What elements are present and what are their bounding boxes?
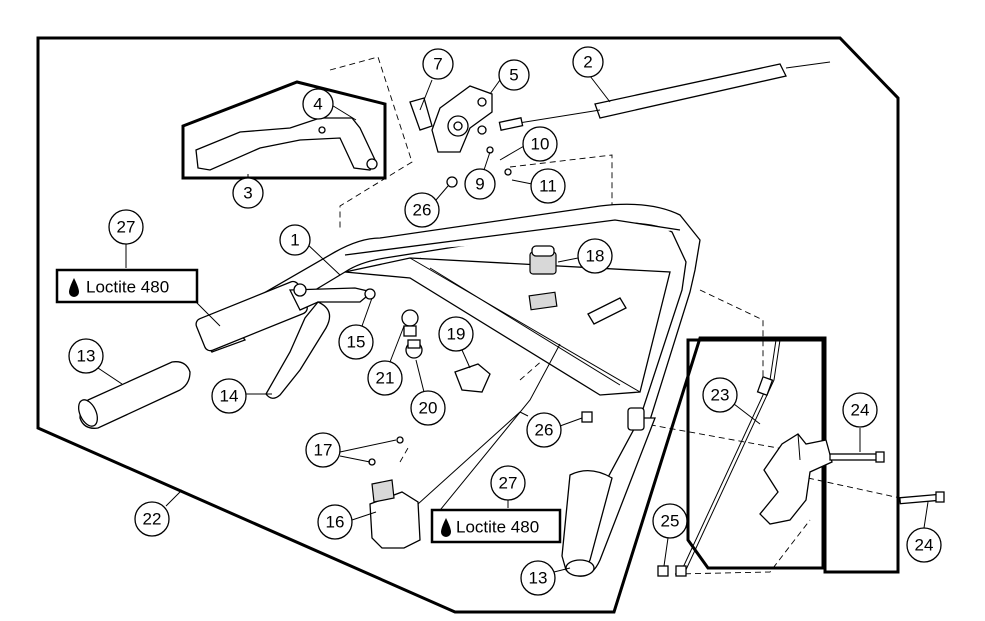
control-cable (498, 61, 831, 131)
callout-24-lower: 24 (915, 536, 934, 555)
handle-assembly (199, 203, 701, 577)
callout-17: 17 (314, 441, 333, 460)
callout-19: 19 (447, 325, 466, 344)
callout-25: 25 (661, 512, 680, 531)
drop-icon (441, 518, 451, 537)
callout-13-left: 13 (77, 347, 96, 366)
pulley-bracket (409, 85, 512, 188)
callouts: 1 2 3 4 5 7 9 10 11 13 (68, 46, 942, 596)
callout-15: 15 (347, 333, 366, 352)
inset-top-lever (195, 117, 378, 171)
callout-18: 18 (586, 247, 605, 266)
callout-22: 22 (143, 510, 162, 529)
loctite-label-left: Loctite 480 (55, 268, 221, 327)
callout-21: 21 (376, 369, 395, 388)
callout-7: 7 (433, 55, 442, 74)
callout-26-right: 26 (535, 421, 554, 440)
callout-10: 10 (531, 135, 550, 154)
callout-27-center: 27 (499, 474, 518, 493)
callout-5: 5 (509, 66, 518, 85)
inset-detail-right (686, 338, 825, 570)
loctite-text-center: Loctite 480 (456, 518, 539, 537)
callout-1: 1 (290, 231, 299, 250)
callout-16: 16 (326, 513, 345, 532)
loctite-label-center: Loctite 480 (430, 508, 562, 544)
callout-23: 23 (711, 386, 730, 405)
callout-4: 4 (313, 95, 322, 114)
callout-14: 14 (220, 387, 239, 406)
drop-icon (69, 278, 79, 297)
assembly-frame (36, 36, 900, 614)
inset-right-lever (759, 433, 945, 525)
callout-13-bottom: 13 (529, 569, 548, 588)
left-grip (77, 280, 308, 429)
callout-11: 11 (539, 177, 557, 196)
control-rod (657, 339, 781, 577)
callout-3-top: 3 (243, 184, 252, 203)
callout-2: 2 (583, 53, 592, 72)
callout-27-left: 27 (117, 218, 136, 237)
small-parts (368, 245, 593, 549)
inset-detail-top (181, 80, 387, 180)
callout-9: 9 (475, 175, 484, 194)
callout-26-top: 26 (413, 201, 432, 220)
callout-20: 20 (419, 399, 438, 418)
callout-24-upper: 24 (851, 401, 870, 420)
loctite-text-left: Loctite 480 (86, 278, 169, 297)
